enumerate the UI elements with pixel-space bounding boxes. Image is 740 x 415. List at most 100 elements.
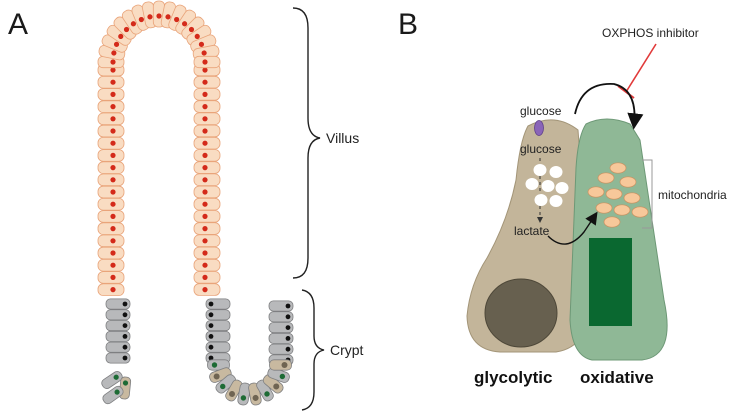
villus-cell <box>193 173 221 187</box>
villus-cell <box>193 246 221 260</box>
crypt-cell-body <box>268 322 294 334</box>
glycolytic-organelle <box>549 195 563 207</box>
villus-cell <box>193 210 221 223</box>
villus-cell <box>97 246 125 260</box>
villus-cell-nucleus <box>201 50 207 56</box>
villus-cell <box>193 55 221 69</box>
glucose-outside-label: glucose <box>520 104 562 118</box>
crypt-cell-nucleus <box>122 312 128 318</box>
crypt-base-cell-nucleus <box>114 389 120 395</box>
crypt-cell-nucleus <box>122 334 128 339</box>
crypt-cell-nucleus <box>122 323 128 328</box>
villus-epithelium <box>97 0 221 296</box>
villus-label: Villus <box>326 130 359 146</box>
crypt-cell <box>268 322 294 334</box>
villus-cell-nucleus <box>110 250 116 256</box>
crypt-cell <box>105 341 131 353</box>
villus-cell-nucleus <box>123 26 130 33</box>
villus-cell <box>97 197 125 211</box>
villus-cell-nucleus <box>202 104 208 110</box>
crypt-cell <box>205 330 231 342</box>
paneth-cell <box>225 379 243 402</box>
villus-cell <box>97 161 125 174</box>
villus-cell-nucleus <box>130 21 137 27</box>
villus-cell <box>193 88 221 101</box>
villus-cell-nucleus <box>202 238 208 244</box>
glycolytic-organelles <box>525 164 569 207</box>
villus-cell <box>97 271 125 284</box>
stem-cell <box>256 379 274 402</box>
villus-cell-nucleus <box>202 165 208 171</box>
villus-cell-nucleus <box>110 189 116 195</box>
crypt-cell-body <box>268 300 294 312</box>
paneth-cell-nucleus <box>281 362 288 368</box>
crypt-cell <box>268 332 294 344</box>
villus-cell-nucleus <box>174 16 180 23</box>
stem-cell-nucleus <box>264 391 270 397</box>
crypt-cell-body <box>268 311 294 323</box>
villus-cell-nucleus <box>188 26 195 33</box>
villus-cell-nucleus <box>110 238 116 244</box>
villus-cell <box>193 149 221 162</box>
stem-cell-body <box>237 382 251 406</box>
crypt-cell <box>268 300 294 312</box>
glycolytic-organelle <box>534 194 548 206</box>
villus-cell <box>193 75 221 89</box>
villus-cell <box>97 100 125 113</box>
glycolytic-organelle <box>525 178 539 190</box>
crypt-cell-body <box>105 320 131 332</box>
crypt-cell-nucleus <box>285 336 291 341</box>
mitochondrion <box>595 202 613 214</box>
glucose-transporter-icon <box>534 120 544 136</box>
villus-cell-nucleus <box>202 67 208 73</box>
villus-cell <box>193 258 221 272</box>
panel-b-letter: B <box>398 8 418 41</box>
mitochondria-bracket <box>642 159 653 229</box>
crypt-bracket <box>301 289 325 411</box>
villus-cell-nucleus <box>110 165 116 171</box>
crypt-cell-nucleus <box>208 301 214 307</box>
villus-cell-nucleus <box>110 213 116 219</box>
villus-cell-nucleus <box>110 262 116 268</box>
mitochondrion <box>603 216 621 228</box>
villus-cell-nucleus <box>110 128 116 134</box>
crypt-cell-nucleus <box>208 355 214 361</box>
villus-cell-nucleus <box>110 59 116 65</box>
crypt-cell-nucleus <box>122 301 128 307</box>
crypt-cell <box>105 309 131 321</box>
stem-cell-nucleus <box>211 362 218 368</box>
villus-cell-nucleus <box>111 50 117 56</box>
villus-cell <box>193 100 221 113</box>
villus-cell <box>193 185 221 199</box>
stem-cell-nucleus <box>240 395 247 401</box>
crypt-cell-nucleus <box>208 323 214 328</box>
villus-cell-nucleus <box>202 262 208 268</box>
villus-cell-nucleus <box>198 41 205 47</box>
mitochondrion <box>631 206 649 218</box>
villus-cell-nucleus <box>202 140 208 146</box>
crypt-base-cell <box>102 385 124 405</box>
mitochondrion <box>587 186 605 198</box>
villus-cell-nucleus <box>202 213 208 219</box>
villus-cell-nucleus <box>202 59 208 65</box>
villus-cell <box>131 4 150 31</box>
crypt-cell-body <box>205 320 231 332</box>
villus-cell-nucleus <box>202 177 208 183</box>
crypt-cell-body <box>205 330 231 342</box>
crypt-cell-body <box>205 309 231 321</box>
stem-cell <box>237 382 251 406</box>
villus-bracket <box>292 7 321 279</box>
villus-cell <box>193 283 221 296</box>
villus-cell-nucleus <box>165 14 171 20</box>
lactate-shuttle-arrow <box>547 211 598 245</box>
panel-a: A Villus Crypt <box>8 0 364 411</box>
stem-cell-nucleus <box>220 383 226 390</box>
villus-cell-nucleus <box>202 128 208 134</box>
crypt-base-cell <box>101 371 123 389</box>
crypt-cell-nucleus <box>122 355 128 361</box>
villus-cell-nucleus <box>202 250 208 256</box>
mitochondria-cluster <box>587 162 649 228</box>
crypt-cell-nucleus <box>208 334 214 339</box>
villus-cell-nucleus <box>202 274 208 280</box>
